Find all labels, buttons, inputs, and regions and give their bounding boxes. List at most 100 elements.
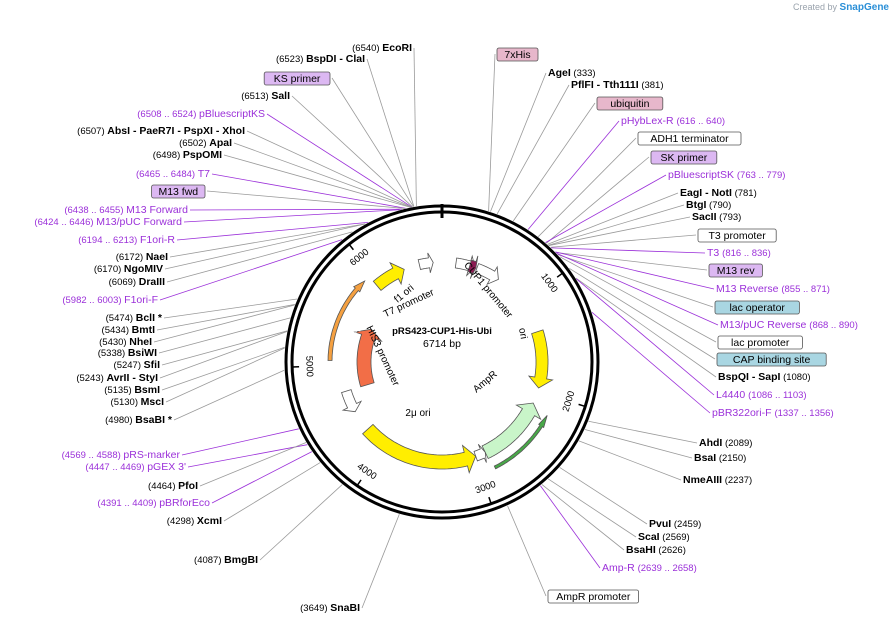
right-label-24: NmeAIII (2237) <box>683 474 752 486</box>
left-label-28: (4464) PfoI <box>148 480 198 492</box>
plasmid-backbone <box>284 204 600 520</box>
site-ahdi: AhdI (2089) <box>699 437 752 449</box>
leader-line <box>246 130 412 208</box>
feature-2-ori <box>362 423 477 475</box>
feature-green-orf <box>493 415 548 470</box>
site-bsmi: (5135) BsmI <box>104 384 160 396</box>
leader-line <box>555 252 708 271</box>
left-label-4: (6508 .. 6524) pBluescriptKS <box>137 108 265 120</box>
right-label-19: BspQI - SapI (1080) <box>718 371 811 383</box>
right-label-8: EagI - NotI (781) <box>680 187 757 199</box>
leader-line <box>166 231 353 283</box>
primer-pbluescriptsk: pBluescriptSK (763 .. 779) <box>668 169 785 181</box>
site-ecori: (6540) EcoRI <box>352 42 412 54</box>
primer-t7: (6465 .. 6484) T7 <box>136 168 210 180</box>
leader-line <box>540 485 601 569</box>
primer-phyblex-r: pHybLex-R (616 .. 640) <box>621 115 725 127</box>
right-label-29: AmpR promoter <box>547 589 639 604</box>
leader-line <box>547 192 679 245</box>
feature-f1-ori <box>372 261 405 291</box>
leader-line <box>223 154 411 208</box>
primer-t3: T3 (816 .. 836) <box>707 247 771 259</box>
leader-line <box>548 216 691 246</box>
leader-line <box>496 84 570 215</box>
tick-mark <box>578 403 586 408</box>
right-label-17: lac promoter <box>717 335 803 350</box>
tick-mark <box>556 272 564 278</box>
site-scai: ScaI (2569) <box>638 531 690 543</box>
leader-line <box>187 444 308 468</box>
site-pspomi: (6498) PspOMI <box>153 149 222 161</box>
left-label-2: KS primer <box>263 71 331 86</box>
leader-line <box>527 120 620 230</box>
right-label-21: pBR322ori-F (1337 .. 1356) <box>712 407 834 419</box>
left-label-1: (6523) BspDI - ClaI <box>276 53 365 65</box>
primer-f1ori-r: (6194 .. 6213) F1ori-R <box>78 234 175 246</box>
leader-line <box>548 478 637 538</box>
right-label-22: AhdI (2089) <box>699 437 752 449</box>
leader-line <box>490 72 547 212</box>
leader-line <box>259 484 343 561</box>
leader-line <box>223 462 321 522</box>
site-apai: (6502) ApaI <box>179 137 232 149</box>
tick-mark <box>488 496 492 504</box>
leader-line <box>559 467 648 525</box>
leader-line <box>233 142 411 208</box>
leader-line <box>537 137 637 237</box>
leader-line <box>199 442 307 487</box>
site-xcmi: (4298) XcmI <box>167 515 222 527</box>
leader-line <box>211 451 313 504</box>
left-label-30: (4298) XcmI <box>167 515 222 527</box>
leader-line <box>575 277 717 378</box>
leader-line <box>556 252 719 326</box>
leader-line <box>161 330 288 366</box>
leader-line <box>557 254 714 308</box>
tick-label: 1000 <box>538 271 559 295</box>
feature-label-ampr: AmpR <box>471 369 499 395</box>
right-label-14: M13 Reverse (855 .. 871) <box>716 283 830 295</box>
site-nmeaiii: NmeAIII (2237) <box>683 474 752 486</box>
site-bspdi: (6523) BspDI - ClaI <box>276 53 365 65</box>
tick-label: 2000 <box>561 390 578 413</box>
site-pflfi: PflFI - Tth111I (381) <box>571 79 664 91</box>
tick-label: 6000 <box>348 247 371 269</box>
leader-line <box>163 298 298 319</box>
right-label-20: L4440 (1086 .. 1103) <box>716 389 807 401</box>
left-label-3: (6513) SalI <box>241 90 290 102</box>
leader-line <box>169 223 366 258</box>
feature-box-m13-fwd: M13 fwd <box>158 186 198 198</box>
site-eagi: EagI - NotI (781) <box>680 187 757 199</box>
primer-prs-marker: (4569 .. 4588) pRS-marker <box>62 449 181 461</box>
feature-box-ampr-promoter: AmpR promoter <box>556 591 631 603</box>
leader-line <box>189 208 402 211</box>
feature-box-7xhis: 7xHis <box>504 49 530 61</box>
primer-f1ori-f: (5982 .. 6003) F1ori-F <box>62 294 158 306</box>
right-label-6: SK primer <box>650 150 718 165</box>
leader-line <box>591 312 711 414</box>
site-bsahi: BsaHI (2626) <box>626 544 686 556</box>
left-label-15: (6069) DraIII <box>109 276 165 288</box>
leader-line <box>550 234 697 248</box>
left-label-19: (5430) NheI <box>99 336 152 348</box>
left-label-7: (6498) PspOMI <box>153 149 222 161</box>
leader-line <box>488 53 496 212</box>
feature-box-ubiquitin: ubiquitin <box>610 98 649 110</box>
feature-ampr <box>481 402 542 460</box>
left-label-12: (6194 .. 6213) F1ori-R <box>78 234 175 246</box>
leader-line <box>548 204 685 246</box>
primer-pbr322ori-f: pBR322ori-F (1337 .. 1356) <box>712 407 834 419</box>
feature-box-lac-promoter: lac promoter <box>731 337 790 349</box>
feature-his3-promoter <box>340 389 363 413</box>
leader-line <box>156 304 295 331</box>
site-naei: (6172) NaeI <box>116 251 168 263</box>
leader-line <box>164 223 366 270</box>
tick-label: 4000 <box>355 461 379 482</box>
right-label-27: BsaHI (2626) <box>626 544 686 556</box>
primer-l4440: L4440 (1086 .. 1103) <box>716 389 807 401</box>
leader-line <box>165 347 285 403</box>
site-snabi: (3649) SnaBI <box>300 602 360 614</box>
right-label-23: BsaI (2150) <box>694 452 746 464</box>
right-label-1: AgeI (333) <box>548 67 596 79</box>
feature-box-lac-operator: lac operator <box>729 302 785 314</box>
site-bsiwi: (5338) BsiWI <box>98 347 157 359</box>
